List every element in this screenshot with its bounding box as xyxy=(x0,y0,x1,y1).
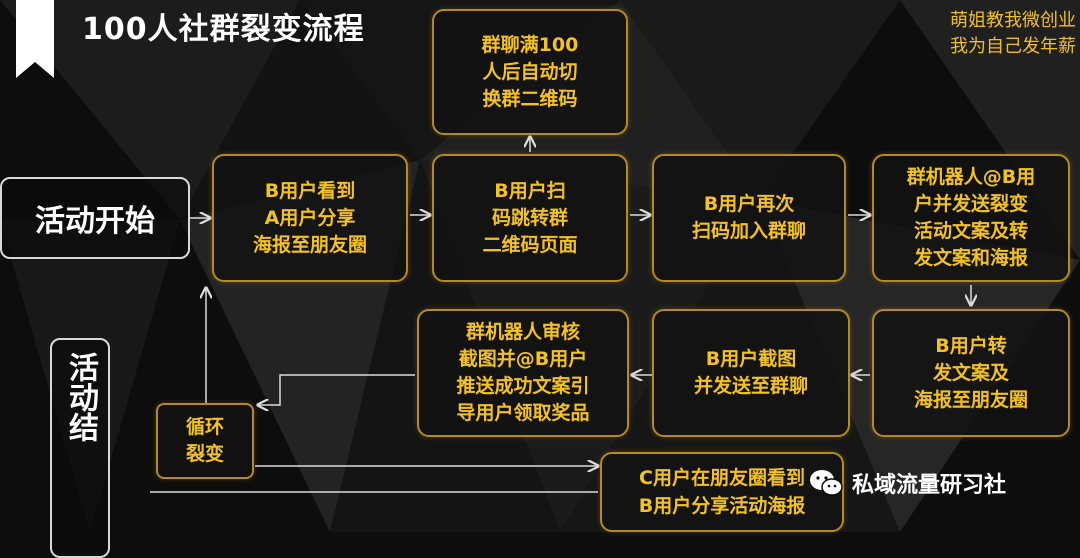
step-1-text: B用户看到 A用户分享 海报至朋友圈 xyxy=(252,179,367,256)
step-3-text: B用户再次 扫码加入群聊 xyxy=(691,193,806,242)
step-c-user: C用户在朋友圈看到 B用户分享活动海报 xyxy=(600,452,844,532)
step-4-bot-message: 群机器人@B用 户并发送裂变 活动文案及转 发文案和海报 xyxy=(872,154,1070,282)
activity-end-label: 活动结 xyxy=(63,352,98,442)
brand-line-2: 我为自己发年薪 xyxy=(950,36,1076,57)
brand-slogan: 萌姐教我微创业 我为自己发年薪 xyxy=(950,8,1076,60)
step-6-screenshot: B用户截图 并发送至群聊 xyxy=(652,309,850,437)
wechat-icon xyxy=(810,470,843,496)
activity-start: 活动开始 xyxy=(0,177,190,259)
step-5-text: B用户转 发文案及 海报至朋友圈 xyxy=(913,334,1028,411)
watermark-text: 私域流量研习社 xyxy=(852,473,1007,498)
step-7-bot-review: 群机器人审核 截图并@B用户 推送成功文案引 导用户领取奖品 xyxy=(417,309,629,437)
step-4-text: 群机器人@B用 户并发送裂变 活动文案及转 发文案和海报 xyxy=(906,166,1036,269)
step-2-scan-code: B用户扫 码跳转群 二维码页面 xyxy=(432,154,628,282)
loop-fission: 循环 裂变 xyxy=(156,403,254,479)
step-3-join-group: B用户再次 扫码加入群聊 xyxy=(652,154,846,282)
step-top-auto-switch: 群聊满100 人后自动切 换群二维码 xyxy=(432,9,628,135)
activity-start-label: 活动开始 xyxy=(35,204,155,239)
brand-line-1: 萌姐教我微创业 xyxy=(950,10,1076,31)
step-c-user-text: C用户在朋友圈看到 B用户分享活动海报 xyxy=(638,467,806,517)
step-1-see-poster: B用户看到 A用户分享 海报至朋友圈 xyxy=(212,154,408,282)
title-bookmark-icon xyxy=(16,0,54,78)
activity-end: 活动结 xyxy=(50,338,110,558)
loop-fission-text: 循环 裂变 xyxy=(185,416,224,465)
step-top-auto-switch-text: 群聊满100 人后自动切 换群二维码 xyxy=(481,33,579,110)
page-title: 100人社群裂变流程 xyxy=(82,12,365,47)
step-6-text: B用户截图 并发送至群聊 xyxy=(693,348,808,397)
step-5-forward: B用户转 发文案及 海报至朋友圈 xyxy=(872,309,1070,437)
watermark: 私域流量研习社 xyxy=(808,467,1006,499)
step-7-text: 群机器人审核 截图并@B用户 推送成功文案引 导用户领取奖品 xyxy=(456,321,590,424)
step-2-text: B用户扫 码跳转群 二维码页面 xyxy=(482,179,578,256)
